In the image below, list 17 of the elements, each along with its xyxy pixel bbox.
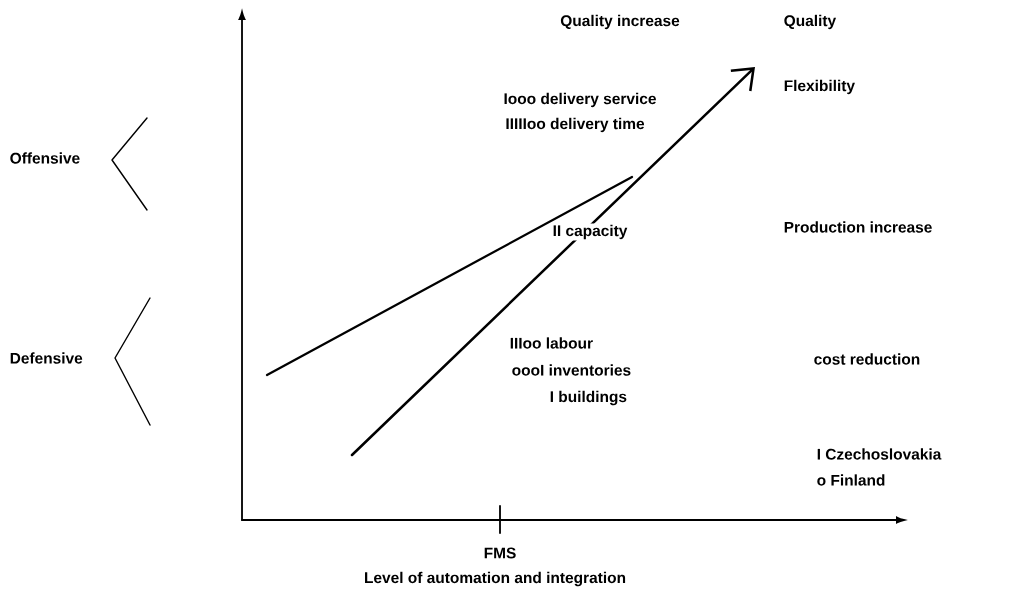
strategy-label: Defensive	[8, 350, 85, 366]
annotation-text: Quality increase	[558, 13, 682, 31]
legend-text: I Czechoslovakia	[815, 446, 943, 462]
category-label: Flexibility	[782, 78, 857, 96]
annotation-text: Iooo delivery service	[502, 91, 658, 109]
annotation-text: IIIoo labour	[508, 335, 595, 351]
legend-text: o Finland	[815, 472, 887, 488]
category-label: Quality	[782, 13, 838, 31]
annotation-text: IIIIIoo delivery time	[504, 116, 646, 134]
annotation-text: II capacity	[551, 223, 629, 241]
tick-label: FMS	[482, 546, 518, 560]
strategy-label: Offensive	[8, 150, 82, 166]
annotation-text: I buildings	[548, 389, 629, 407]
annotation-text: oooI inventories	[510, 362, 633, 378]
category-label: cost reduction	[812, 351, 922, 367]
category-label: Production increase	[782, 219, 934, 235]
axis-title: Level of automation and integration	[362, 570, 628, 588]
